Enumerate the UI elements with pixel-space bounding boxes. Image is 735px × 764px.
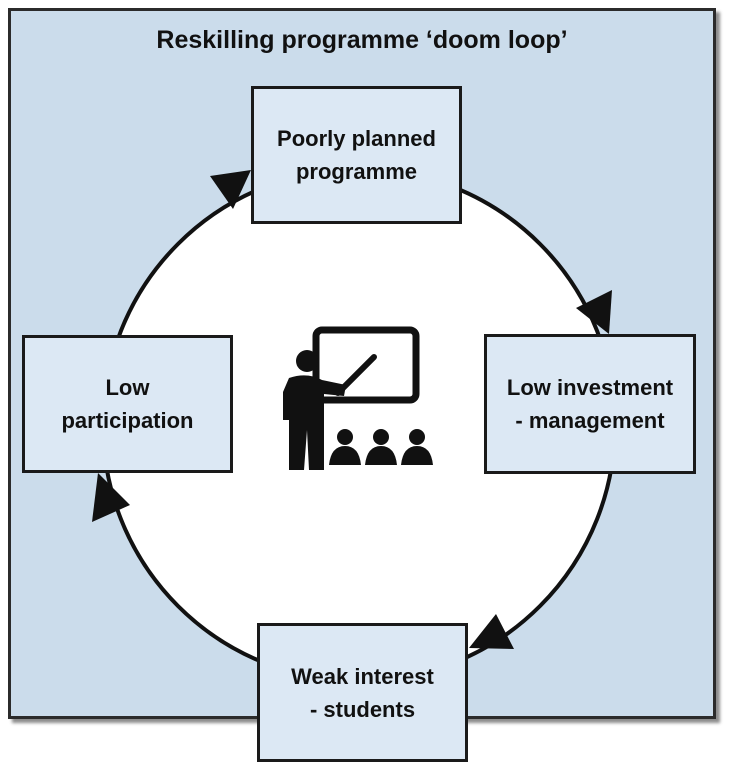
diagram-title: Reskilling programme ‘doom loop’ [156, 26, 568, 54]
node-weak-interest: Weak interest - students [257, 623, 468, 762]
node-label: Poorly planned programme [277, 126, 436, 184]
node-low-participation: Low participation [22, 335, 233, 473]
node-label: Low investment - management [506, 375, 674, 433]
node-poorly-planned-programme: Poorly planned programme [251, 86, 462, 224]
node-low-investment: Low investment - management [484, 334, 696, 474]
node-label: Weak interest - students [291, 663, 434, 722]
arrow-to-left-icon [92, 473, 130, 522]
teacher-presenting-icon [283, 326, 433, 470]
arrow-to-top-icon [210, 170, 251, 209]
node-label: Low participation [61, 375, 194, 433]
arrow-to-bottom-icon [469, 614, 514, 649]
arrow-to-right-icon [576, 290, 612, 334]
